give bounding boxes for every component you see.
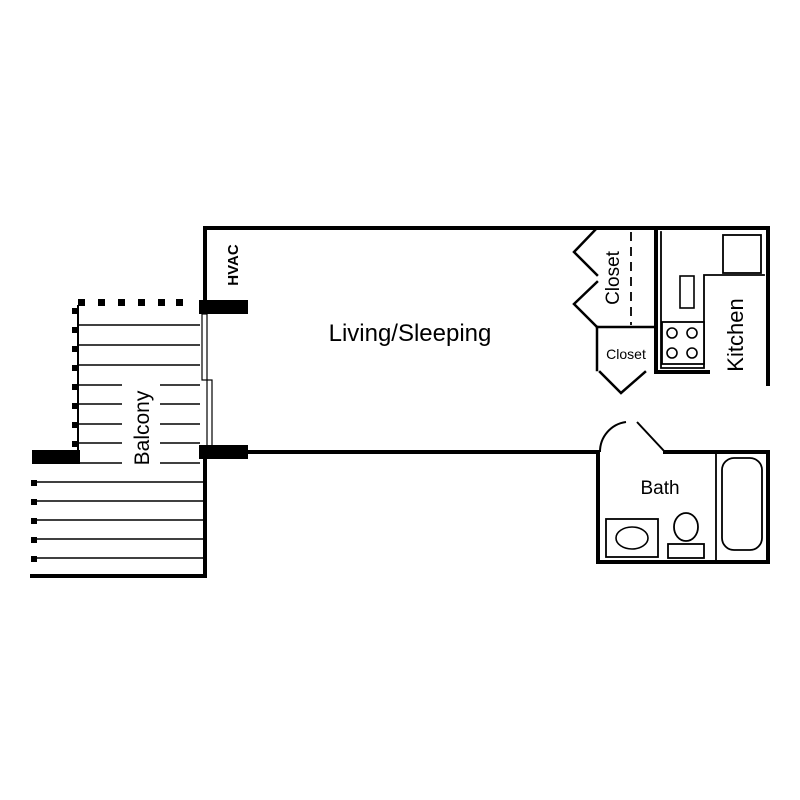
balcony-railing (31, 299, 203, 562)
closet-large-label: Closet (603, 250, 624, 305)
living-label: Living/Sleeping (329, 320, 492, 347)
closet-large (572, 226, 658, 329)
hvac-label: HVAC (225, 244, 242, 286)
refrigerator (722, 234, 762, 274)
bathtub (721, 457, 763, 551)
kitchen-sink (679, 275, 695, 309)
sliding-door (201, 313, 213, 447)
bath-label: Bath (640, 478, 679, 499)
kitchen (654, 226, 765, 374)
wall-stub-balcony (32, 450, 80, 464)
bath (598, 421, 769, 563)
balcony-rail-dots-top (78, 299, 183, 306)
toilet (667, 512, 705, 559)
bathtub-frame (715, 451, 769, 563)
stove (661, 321, 705, 365)
closet-small-label: Closet (606, 346, 646, 362)
balcony-label: Balcony (131, 390, 154, 465)
wall-stub-lower (199, 445, 248, 459)
wall-stub-upper (199, 300, 248, 314)
bath-vanity (605, 518, 659, 558)
kitchen-label: Kitchen (723, 298, 748, 371)
bath-door-swing (598, 421, 627, 453)
bath-sink (615, 526, 649, 550)
